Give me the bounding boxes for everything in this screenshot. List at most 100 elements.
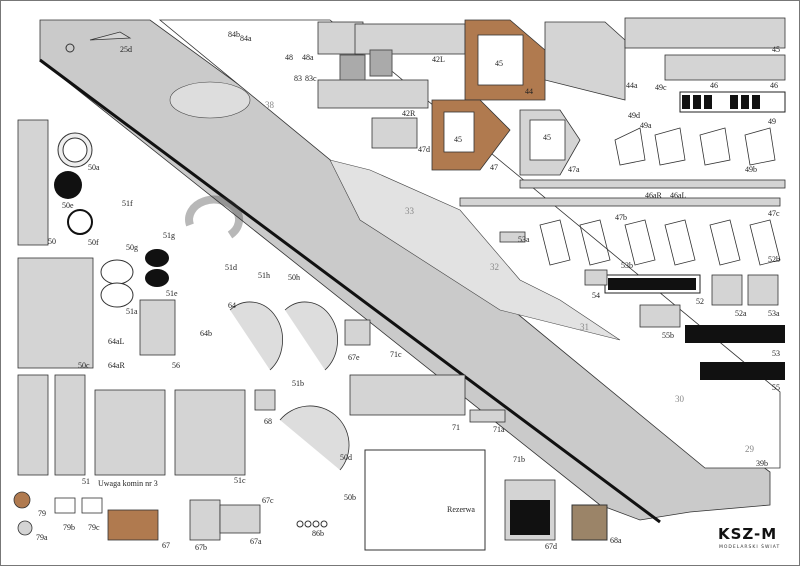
part-label: 47d	[418, 145, 430, 154]
deck-section	[329, 159, 621, 341]
hull-label: 29	[745, 444, 755, 454]
part-label: 53a	[518, 235, 530, 244]
part-label: 50h	[288, 273, 300, 282]
part-label: 71a	[493, 425, 505, 434]
part-label: 67b	[195, 543, 207, 552]
part-label: 50e	[62, 201, 74, 210]
part-label: 53	[772, 349, 780, 358]
reserve-box	[364, 449, 486, 551]
part-label: 71	[452, 423, 460, 432]
part-label: 47b	[615, 213, 627, 222]
part-label: 52a	[735, 309, 747, 318]
part-label: 79b	[63, 523, 75, 532]
deck-curve	[169, 81, 251, 119]
part-label: 44a	[626, 81, 638, 90]
part-label: 79c	[88, 523, 100, 532]
part-label: 51e	[166, 289, 178, 298]
part-label: 45	[543, 133, 551, 142]
part-label: 79a	[36, 533, 48, 542]
part-label: 45	[454, 135, 462, 144]
reserve-label: Rezerwa	[447, 505, 475, 514]
part-label: 84a	[240, 34, 252, 43]
hull: 38 33 32 31 30 29	[39, 19, 781, 524]
hull-label: 38	[265, 100, 275, 110]
part-label: 50	[48, 237, 56, 246]
part-label: 71c	[390, 350, 402, 359]
bottom-parts	[13, 449, 608, 551]
part-label: 49b	[745, 165, 757, 174]
part-label: 47c	[768, 209, 780, 218]
hull-label: 31	[580, 322, 589, 332]
part-label: 79	[38, 509, 46, 518]
part-label: 46	[710, 81, 718, 90]
hawse-hole	[65, 43, 75, 53]
part-label: 51h	[258, 271, 270, 280]
part-label: 64aL	[108, 337, 125, 346]
part-label: 47	[490, 163, 498, 172]
hull-label: 30	[675, 394, 685, 404]
brand-subtitle: MODELARSKI ŚWIAT	[719, 543, 780, 550]
part-label: 67e	[348, 353, 360, 362]
part-label: 25d	[120, 45, 132, 54]
hull-label: 33	[405, 206, 415, 216]
funnel-note: Uwaga komin nr 3	[98, 479, 158, 488]
part-label: 51	[82, 477, 90, 486]
part-label: 49d	[628, 111, 640, 120]
part-label: 52b	[768, 255, 780, 264]
part-label: 83c	[305, 74, 317, 83]
part-label: 54	[592, 291, 600, 300]
part-label: 67c	[262, 496, 274, 505]
part-label: 55b	[662, 331, 674, 340]
part-label: 67a	[250, 537, 262, 546]
part-label: 51b	[292, 379, 304, 388]
part-label: 45	[495, 59, 503, 68]
part-label: 50a	[88, 163, 100, 172]
hull-keel-line	[39, 58, 661, 524]
part-label: 84b	[228, 30, 240, 39]
part-label: 44	[525, 87, 533, 96]
part-label: 83	[294, 74, 302, 83]
part-labels: 25d 84b 84a 48 48a 83 83c 42L 42R 45 44 …	[36, 30, 780, 552]
part-label: 71b	[513, 455, 525, 464]
part-label: 56	[172, 361, 180, 370]
part-label: 51f	[122, 199, 133, 208]
part-label: 46aR	[645, 191, 663, 200]
part-label: 48a	[302, 53, 314, 62]
part-label: 46aL	[670, 191, 687, 200]
part-label: 45	[772, 45, 780, 54]
part-label: 50c	[78, 361, 90, 370]
part-label: 53a	[768, 309, 780, 318]
part-label: 86b	[312, 529, 324, 538]
part-label: 68	[264, 417, 272, 426]
part-label: 51a	[126, 307, 138, 316]
part-label: 68a	[610, 536, 622, 545]
part-label: 50g	[126, 243, 138, 252]
part-label: 67d	[545, 542, 557, 551]
part-label: 47a	[568, 165, 580, 174]
part-label: 52	[696, 297, 704, 306]
part-label: 42R	[402, 109, 416, 118]
part-label: 49	[768, 117, 776, 126]
part-label: 50d	[340, 453, 352, 462]
part-label: 53b	[621, 261, 633, 270]
hull-label: 32	[490, 262, 499, 272]
brand-name: KSZ-M	[718, 525, 777, 543]
part-label: 49c	[655, 83, 667, 92]
left-parts	[17, 119, 506, 476]
part-label: 46	[770, 81, 778, 90]
part-label: 51g	[163, 231, 175, 240]
superstructure-parts	[89, 17, 786, 380]
part-label: 50f	[88, 238, 99, 247]
part-label: 49a	[640, 121, 652, 130]
part-label: 51c	[234, 476, 246, 485]
part-25d	[89, 31, 132, 41]
part-label: 64b	[200, 329, 212, 338]
part-label: 39b	[756, 459, 768, 468]
part-label: 55	[772, 383, 780, 392]
publisher-logo: KSZ-M MODELARSKI ŚWIAT	[718, 525, 780, 550]
part-label: 50b	[344, 493, 356, 502]
part-label: 42L	[432, 55, 445, 64]
part-label: 51d	[225, 263, 237, 272]
